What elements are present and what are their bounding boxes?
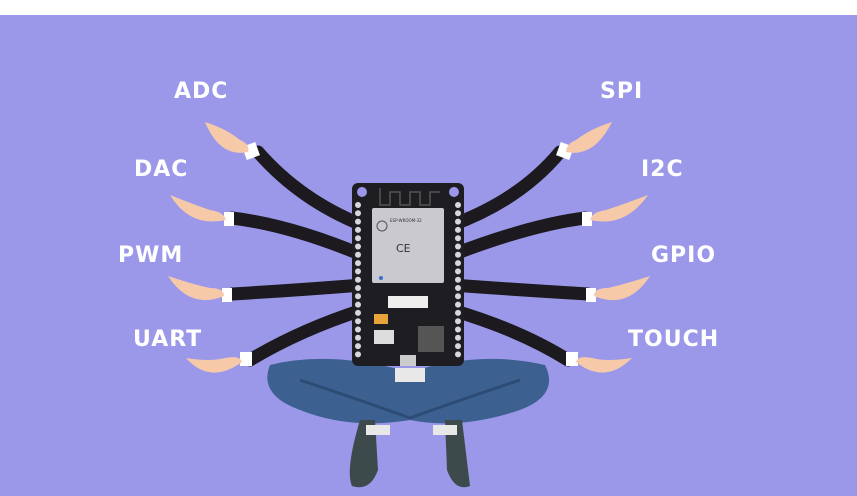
- header-pin: [455, 285, 461, 291]
- led: [374, 314, 388, 324]
- header-pin: [355, 309, 361, 316]
- hand-i2c: [582, 195, 648, 226]
- header-pin: [355, 293, 361, 300]
- usb-port: [400, 355, 416, 366]
- header-pin: [455, 276, 461, 283]
- header-pin: [455, 235, 461, 242]
- header-pin: [355, 301, 361, 308]
- esp32-board: ESP-WROOM-32 CE: [352, 183, 464, 366]
- header-pin: [355, 210, 361, 217]
- hand-adc: [205, 122, 260, 160]
- label-touch: TOUCH: [628, 327, 719, 352]
- button-block: [388, 296, 428, 308]
- wroom-module: [372, 208, 444, 283]
- header-pin: [455, 210, 461, 217]
- label-uart: UART: [133, 327, 202, 352]
- right-shoe: [445, 420, 470, 488]
- header-pin: [355, 268, 361, 275]
- label-i2c: I2C: [641, 157, 684, 182]
- hand-uart: [186, 352, 252, 373]
- header-pin: [455, 226, 461, 233]
- header-pin: [455, 293, 461, 300]
- header-pin: [355, 251, 361, 258]
- legs: [267, 358, 550, 488]
- hand-spi: [556, 122, 612, 160]
- hand-gpio: [586, 276, 650, 302]
- header-pin: [355, 243, 361, 250]
- header-pin: [455, 301, 461, 308]
- header-pin: [455, 334, 461, 341]
- hand-pwm: [168, 276, 232, 302]
- label-adc: ADC: [174, 79, 228, 104]
- header-pin: [355, 226, 361, 233]
- labels-left: ADC DAC PWM UART: [118, 79, 228, 352]
- header-pin: [455, 251, 461, 258]
- header-pin: [455, 326, 461, 333]
- module-name: ESP-WROOM-32: [390, 218, 422, 223]
- header-pin: [355, 260, 361, 267]
- wifi-logo: [376, 220, 388, 232]
- header-pin: [455, 268, 461, 275]
- header-pin: [355, 276, 361, 283]
- hand-touch: [566, 352, 632, 373]
- header-pin: [355, 202, 361, 208]
- label-gpio: GPIO: [651, 243, 716, 268]
- hand-dac: [170, 195, 234, 226]
- header-pin: [355, 318, 361, 325]
- header-pin: [355, 343, 361, 350]
- header-pin: [455, 260, 461, 267]
- header-pin: [355, 285, 361, 291]
- labels-right: SPI I2C GPIO TOUCH: [600, 79, 719, 352]
- header-pin: [355, 351, 361, 358]
- header-pin: [455, 202, 461, 208]
- header-pins: [355, 202, 461, 358]
- label-pwm: PWM: [118, 243, 183, 268]
- header-pin: [455, 351, 461, 358]
- header-pin: [355, 218, 361, 225]
- label-dac: DAC: [134, 157, 188, 182]
- ce-mark: CE: [396, 242, 411, 255]
- header-pin: [455, 343, 461, 350]
- header-pin: [455, 243, 461, 250]
- header-pin: [355, 334, 361, 341]
- header-pin: [355, 326, 361, 333]
- arms: [225, 145, 595, 367]
- header-pin: [355, 235, 361, 242]
- header-pin: [455, 318, 461, 325]
- antenna-trace: [379, 188, 440, 206]
- header-pin: [455, 218, 461, 225]
- header-pin: [455, 309, 461, 316]
- label-spi: SPI: [600, 79, 643, 104]
- left-shoe: [349, 420, 378, 488]
- usb-chip: [418, 326, 444, 352]
- hands: [168, 122, 650, 373]
